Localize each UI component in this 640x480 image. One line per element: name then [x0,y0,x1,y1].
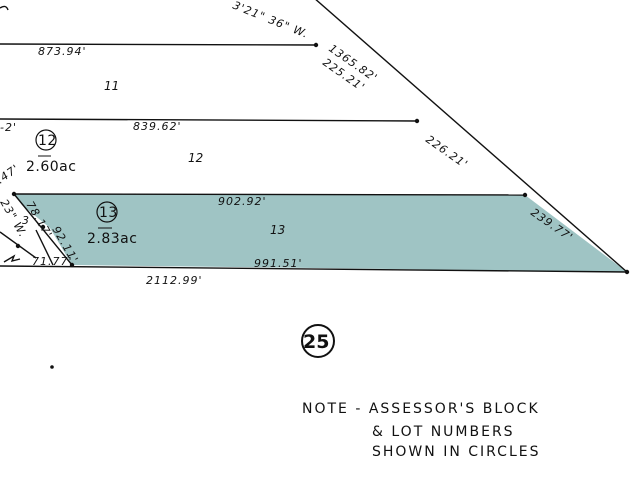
dimension-label: -2' [0,121,17,134]
dimension-label: 2112.99' [146,274,203,287]
dimension-label: 873.94' [38,45,87,58]
line-west-tick [35,229,54,266]
dimension-label: 71.77' [32,255,73,268]
bearing-label: 3'21" 36" W. [231,0,311,41]
point [11,191,17,197]
corner-mark-top-left [0,5,9,11]
note-line-1: NOTE - ASSESSOR'S BLOCK [302,401,540,417]
dimension-label: 839.62' [133,120,182,133]
lot-number-13: 13 [270,223,285,237]
point [522,192,528,198]
line-lot-13-north [13,193,526,196]
assessor-lot-13-number: 13 [99,205,118,221]
dimension-label: 226.21' [423,133,470,171]
dimension-label: .47' [0,162,22,187]
line-west-diagonal [13,193,73,266]
point [50,365,54,369]
dimension-label: 3 [22,214,30,227]
survey-points [11,42,630,369]
lot-13-parcel[interactable] [14,194,627,272]
note-line-2: & LOT NUMBERS [372,424,515,440]
dimension-label: 991.51' [254,257,303,270]
lot-number-12: 12 [188,151,203,165]
assessor-lot-12-number: 12 [38,133,57,149]
line-east-diagonal [315,0,628,273]
point [69,262,75,268]
dimension-label: 902.92' [218,195,267,208]
note-line-3: SHOWN IN CIRCLES [372,444,541,460]
assessor-lot-13-circle [96,201,118,223]
point [40,224,46,230]
point [414,118,420,124]
point [313,42,319,48]
assessor-lot-13-acreage: 2.83ac [87,231,137,247]
lot-number-11: 11 [104,79,119,93]
assessor-lot-12-acreage: 2.60ac [26,159,76,175]
line-lot-13-south [0,265,628,273]
line-lot-12-north [0,118,418,122]
point [624,269,630,275]
boundary-lines [0,0,628,273]
line-lot-11-north [0,43,317,46]
assessor-lot-12-circle [35,129,57,151]
north-arrow-mark [3,254,21,263]
block-number: 25 [303,331,329,353]
block-number-circle [301,324,335,358]
point [15,243,21,249]
